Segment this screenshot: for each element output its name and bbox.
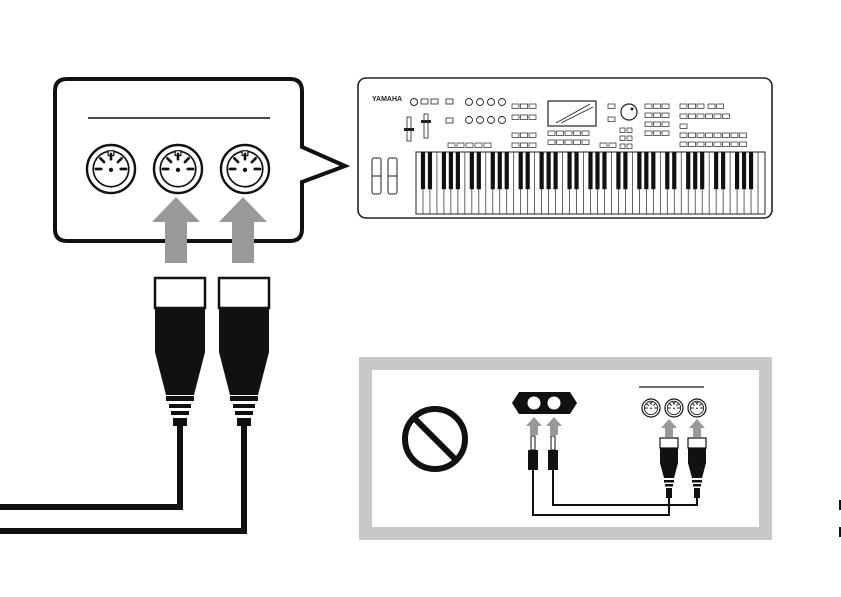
- black-key: [470, 152, 474, 189]
- black-key: [505, 152, 509, 189]
- midi-plug-body: [219, 308, 269, 395]
- black-key: [623, 152, 627, 189]
- black-key: [491, 152, 495, 189]
- black-key: [651, 152, 655, 189]
- midi-plug-tip: [219, 278, 269, 308]
- brand-logo: YAMAHA: [372, 96, 402, 103]
- midi-center-pin: [696, 408, 698, 410]
- black-key: [714, 152, 718, 189]
- midi-port: [221, 145, 269, 193]
- black-key: [749, 152, 753, 189]
- black-key: [449, 152, 453, 189]
- black-key: [498, 152, 502, 189]
- black-key: [574, 152, 578, 189]
- midi-port-group: [87, 145, 269, 193]
- black-key: [477, 152, 481, 189]
- black-key: [526, 152, 530, 189]
- synthesizer-keyboard: YAMAHA: [358, 78, 772, 218]
- black-key: [735, 152, 739, 189]
- keybed: [416, 152, 765, 214]
- audio-jack-housing: [512, 392, 577, 414]
- black-key: [595, 152, 599, 189]
- black-key: [742, 152, 746, 189]
- black-key: [602, 152, 606, 189]
- black-key: [456, 152, 460, 189]
- midi-plug-body: [155, 308, 205, 395]
- midi-center-pin: [673, 408, 675, 410]
- midi-cable-left: [0, 278, 205, 507]
- black-key: [672, 152, 676, 189]
- black-key: [686, 152, 690, 189]
- midi-port: [154, 145, 202, 193]
- midi-port: [688, 399, 706, 417]
- black-key: [637, 152, 641, 189]
- black-key: [567, 152, 571, 189]
- black-key: [665, 152, 669, 189]
- black-key: [428, 152, 432, 189]
- black-key: [554, 152, 558, 189]
- midi-port: [642, 399, 660, 417]
- black-key: [644, 152, 648, 189]
- midi-center-pin: [243, 168, 247, 172]
- black-key: [547, 152, 551, 189]
- black-key: [442, 152, 446, 189]
- incorrect-connection-panel: [359, 357, 772, 540]
- black-key: [519, 152, 523, 189]
- midi-port-group: [642, 399, 706, 417]
- midi-port: [87, 145, 135, 193]
- black-key: [540, 152, 544, 189]
- black-key: [721, 152, 725, 189]
- black-key: [616, 152, 620, 189]
- midi-ports-callout: [55, 79, 345, 241]
- black-key: [693, 152, 697, 189]
- black-key: [588, 152, 592, 189]
- midi-cable-right: [0, 278, 269, 531]
- midi-plug-tip: [155, 278, 205, 308]
- midi-center-pin: [650, 408, 652, 410]
- midi-center-pin: [176, 168, 180, 172]
- black-key: [700, 152, 704, 189]
- black-key: [421, 152, 425, 189]
- midi-center-pin: [109, 168, 113, 172]
- midi-port: [665, 399, 683, 417]
